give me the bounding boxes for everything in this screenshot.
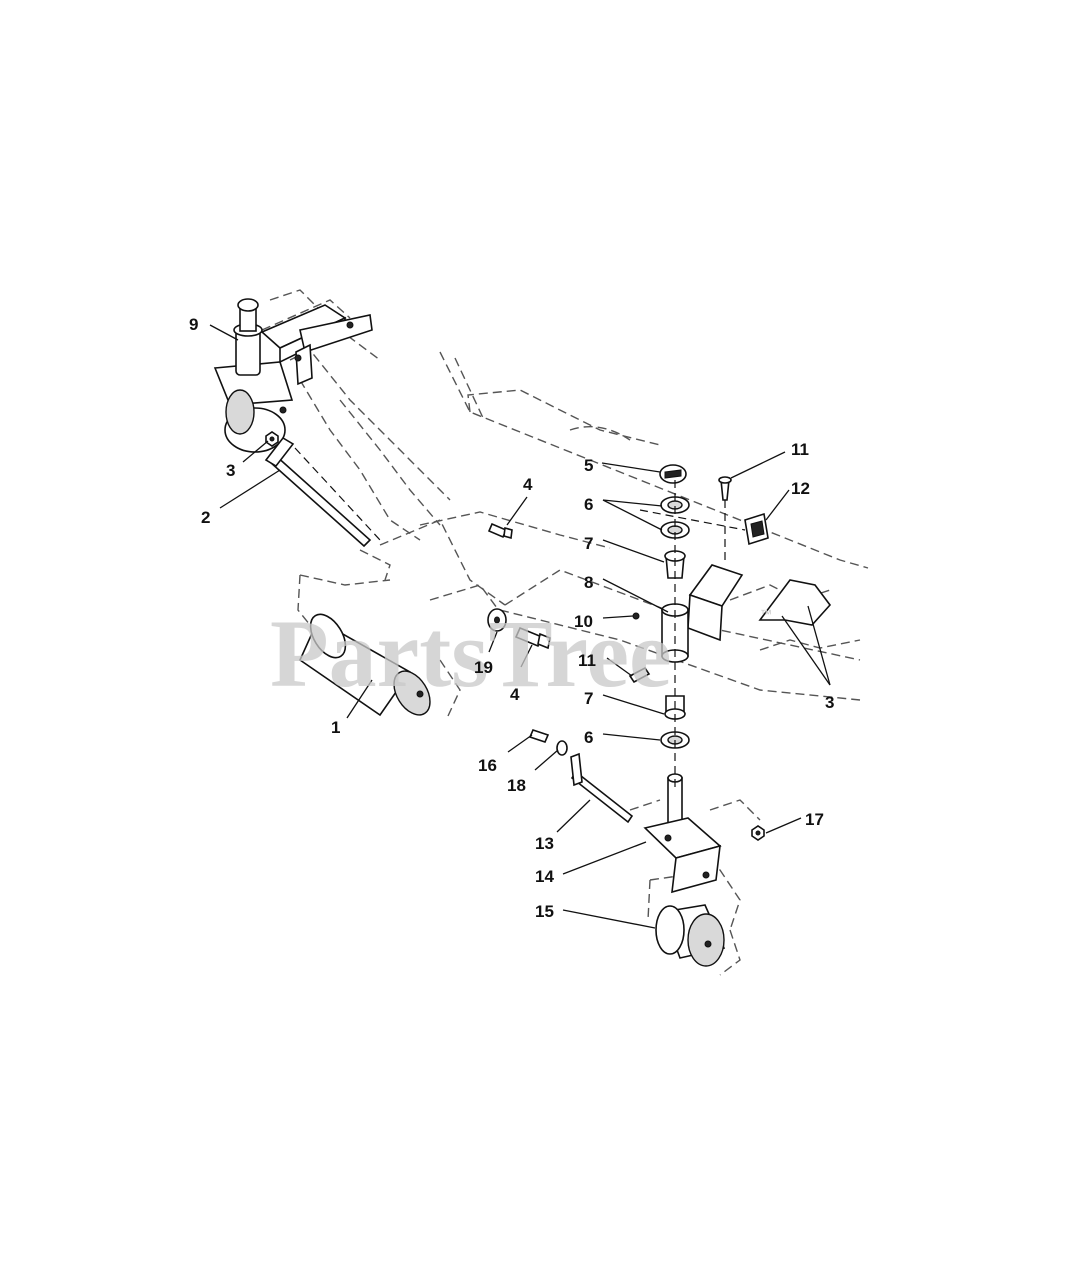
part-6-washer-upper [660,496,690,539]
part-13-axle-rod [570,752,634,824]
part-15-caster-wheel [655,904,726,967]
callout-6-lower: 6 [584,728,593,747]
callout-labels: 9 3 2 1 4 19 4 5 6 7 8 10 11 7 6 11 12 3… [189,315,834,921]
callout-13: 13 [535,834,554,853]
screw-axis [639,509,746,531]
callout-2: 2 [201,508,210,527]
callout-16: 16 [478,756,497,775]
callout-19: 19 [474,658,493,677]
callout-5: 5 [584,456,593,475]
part-14-caster-fork [643,773,722,894]
part-11-screw-upper [718,476,732,501]
part-4-bolt-lower [514,626,551,650]
watermark-text: PartsTree [270,600,672,707]
part-8-mounting-bracket [661,564,744,663]
callout-18: 18 [507,776,526,795]
watermark-trademark: ™ [760,607,772,621]
callout-9: 9 [189,315,198,334]
part-4-bolt-upper [487,522,513,540]
callout-7-lower: 7 [584,689,593,708]
callout-3-right: 3 [825,693,834,712]
part-9-caster-assembly [213,298,373,453]
callout-8: 8 [584,573,593,592]
part-1-roller [298,613,431,717]
part-17-nut [751,825,765,841]
callout-10: 10 [574,612,593,631]
callout-4-lower: 4 [510,685,520,704]
callout-17: 17 [805,810,824,829]
callout-11-lower: 11 [578,651,596,670]
part-5-cap [659,464,687,484]
callout-6-upper: 6 [584,495,593,514]
leader-lines [209,324,831,929]
part-3-nuts-right [758,579,832,626]
callout-7-upper: 7 [584,534,593,553]
callout-12: 12 [791,479,810,498]
part-12-grommet [744,512,769,546]
callout-1: 1 [331,718,340,737]
part-3-nut-left [265,431,279,447]
callout-14: 14 [535,867,554,886]
callout-11-upper: 11 [791,440,809,459]
part-11-screw-lower [628,666,651,684]
part-18-washer [556,740,568,756]
callout-15: 15 [535,902,554,921]
callout-4-upper: 4 [523,475,533,494]
part-19-washer [487,608,507,632]
part-16-bolt [528,729,550,743]
part-2-axle-rod [264,436,381,548]
callout-3-left: 3 [226,461,235,480]
